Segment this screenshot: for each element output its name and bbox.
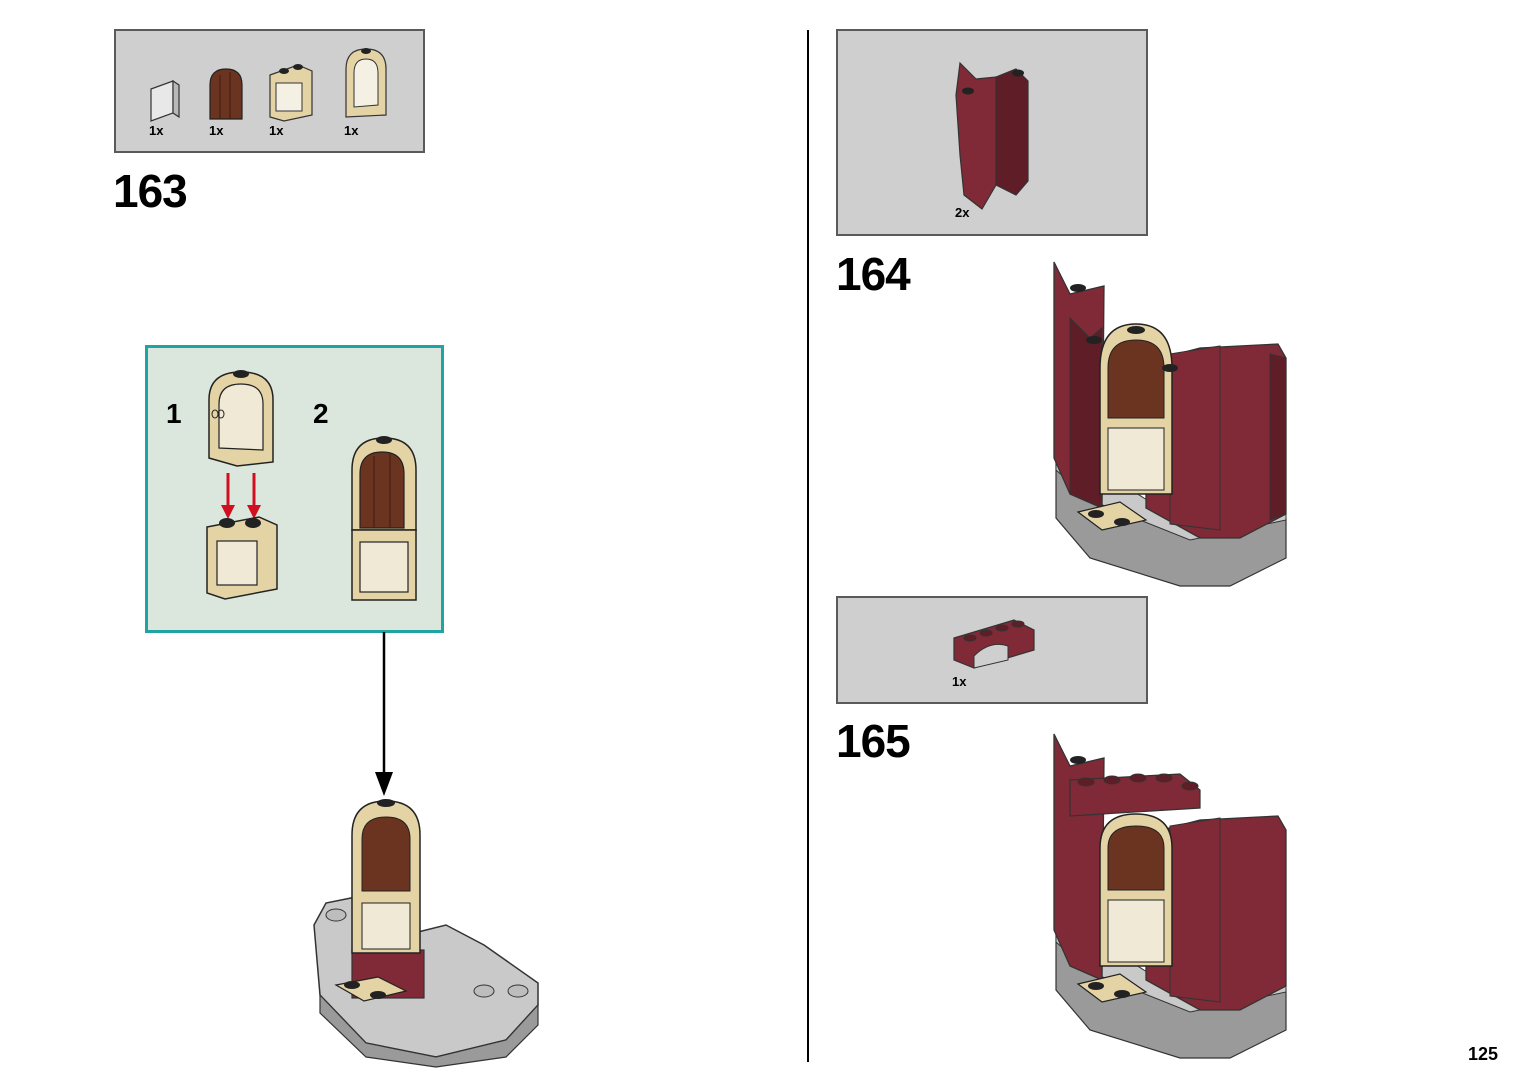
model-step-165 [1053,733,1287,1059]
subassembly-box: 1 2 [145,345,444,633]
door-brown-icon [209,68,243,120]
window-frame-tan-icon [206,516,278,600]
parts-callout-step-165: 1x [836,596,1148,704]
window-frame-tan-icon [269,64,313,122]
arched-window-tan-icon [345,48,387,118]
dark-red-arch-brick-icon [953,619,1035,669]
parts-callout-step-164: 2x [836,29,1148,236]
red-arrow-icon [221,473,261,519]
page-divider [807,30,809,1062]
glass-pane-icon [150,79,180,122]
step-number-163: 163 [113,165,188,217]
page-number: 125 [1468,1044,1499,1064]
parts-callout-step-163: 1x 1x 1x 1x [114,29,425,153]
dark-red-wall-panel-icon [955,61,1029,210]
part-qty: 2x [955,205,970,220]
part-qty: 1x [952,674,967,689]
arched-window-tan-icon [208,370,274,467]
substep-number-1: 1 [166,398,182,429]
part-qty: 1x [149,123,164,138]
assembly-arrow-icon [375,632,393,796]
model-step-163 [313,799,539,1068]
part-qty: 1x [344,123,359,138]
model-step-164 [1053,261,1287,587]
substep-number-2: 2 [313,398,329,429]
step-number-165: 165 [836,715,911,767]
part-qty: 1x [209,123,224,138]
step-number-164: 164 [836,248,911,300]
door-window-assembly-icon [351,436,417,601]
part-qty: 1x [269,123,284,138]
